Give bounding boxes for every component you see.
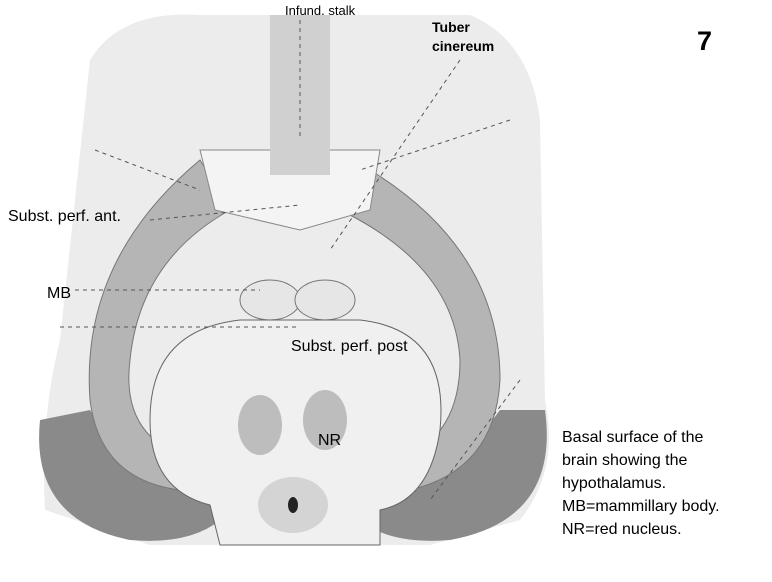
leader-line bbox=[94, 149, 201, 191]
leader-line bbox=[359, 119, 511, 171]
label-red-nucleus: NR bbox=[318, 432, 342, 449]
label-tuber-cinereum: Tuber cinereum bbox=[432, 18, 494, 56]
label-mammillary-body: MB bbox=[47, 285, 71, 302]
caption-line: brain showing the bbox=[562, 452, 688, 469]
temporal-lobe-left bbox=[39, 410, 220, 541]
cerebral-aqueduct bbox=[288, 497, 298, 513]
caption-line: hypothalamus. bbox=[562, 475, 667, 492]
leader-line bbox=[429, 379, 521, 501]
label-subst-perf-post: Subst. perf. post bbox=[291, 338, 408, 355]
caption-line: NR=red nucleus. bbox=[562, 521, 682, 538]
caption-line: MB=mammillary body. bbox=[562, 498, 720, 515]
label-tuber-line: Tuber bbox=[432, 19, 470, 35]
caption-line: Basal surface of the bbox=[562, 429, 704, 446]
temporal-lobe-right bbox=[360, 410, 547, 541]
label-infundibular-stalk: Infund. stalk bbox=[285, 3, 356, 18]
midbrain-section bbox=[149, 319, 442, 546]
leader-lines bbox=[60, 20, 521, 501]
label-subst-perf-ant: Subst. perf. ant. bbox=[8, 208, 121, 225]
mammillary-body-right bbox=[294, 279, 356, 321]
figure-caption: Basal surface of the brain showing the h… bbox=[562, 426, 720, 541]
mammillary-body-left bbox=[239, 279, 301, 321]
red-nucleus-left bbox=[238, 395, 282, 455]
optic-chiasm bbox=[199, 149, 381, 231]
leader-line bbox=[149, 204, 301, 221]
label-tuber-line: cinereum bbox=[432, 38, 495, 54]
leader-line bbox=[329, 59, 461, 251]
figure-number: 7 bbox=[697, 26, 713, 56]
red-nucleus-right bbox=[303, 390, 347, 450]
